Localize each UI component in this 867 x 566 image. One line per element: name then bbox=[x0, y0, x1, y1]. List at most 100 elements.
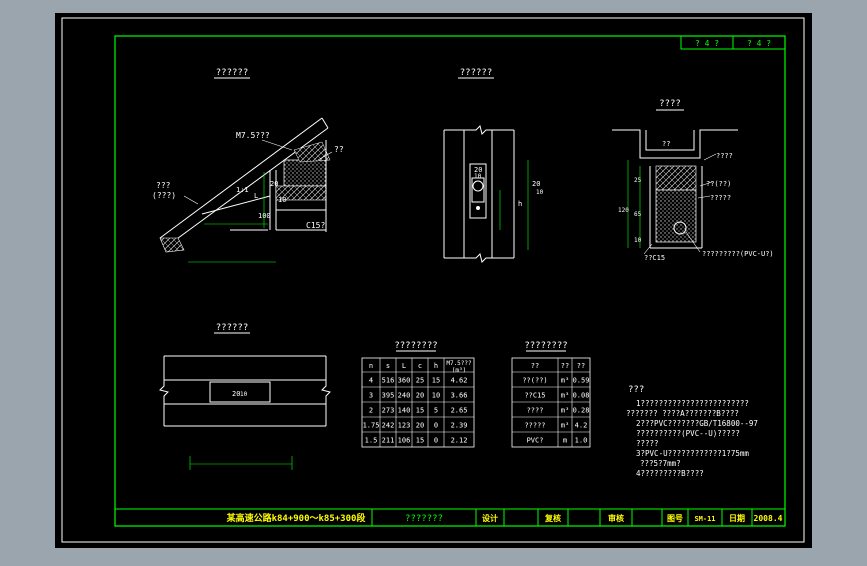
front-view: ?????? 20 10 h 20 10 bbox=[443, 68, 544, 263]
front-dim-20b: 20 bbox=[532, 180, 540, 188]
table1-cell: 1.75 bbox=[363, 422, 380, 430]
table1-cell: 15 bbox=[416, 407, 424, 415]
note-line: 4?????????B???? bbox=[636, 469, 704, 478]
table1-outline bbox=[361, 357, 475, 448]
label-m75: M7.5??? bbox=[236, 131, 270, 140]
table1-cell: 123 bbox=[398, 422, 411, 430]
note-line: 3?PVC-U????????????1?75mm bbox=[636, 449, 749, 458]
detail-label-c15: ??C15 bbox=[644, 254, 665, 262]
table2-header: ?? bbox=[531, 362, 539, 370]
table2-cell: m³ bbox=[561, 392, 569, 400]
table1-cell: 20 bbox=[416, 422, 424, 430]
label-slope-1: ??? bbox=[156, 181, 171, 190]
table2-cell: ??C15 bbox=[524, 392, 545, 400]
plan-view: ?????? 20 10 bbox=[159, 323, 331, 470]
table2-cell: m bbox=[563, 437, 567, 445]
table2-header: ?? bbox=[561, 362, 569, 370]
table1-cell: 395 bbox=[382, 392, 395, 400]
detail-label-top: ?? bbox=[662, 140, 670, 148]
table1-cell: 0 bbox=[434, 437, 438, 445]
table2-cell: 1.0 bbox=[575, 437, 588, 445]
detail-dim-10: 10 bbox=[634, 237, 642, 244]
table1-cell: 3 bbox=[369, 392, 373, 400]
table2-cell: m³ bbox=[561, 377, 569, 385]
note-line: ???5?7mm? bbox=[640, 459, 681, 468]
note-line: ????? bbox=[636, 439, 659, 448]
front-dim-10: 10 bbox=[474, 173, 482, 180]
dim-100: 100 bbox=[258, 212, 271, 220]
table1-cell: 2.39 bbox=[451, 422, 468, 430]
table2-cell: PVC? bbox=[527, 437, 544, 445]
front-dim-h: h bbox=[518, 200, 522, 208]
label-date: 日期 bbox=[729, 513, 745, 523]
label-drawing-no: 图号 bbox=[667, 514, 683, 523]
table1-header: h bbox=[434, 362, 438, 370]
plan-view-title: ?????? bbox=[216, 323, 249, 333]
detail-label-pipe: ?????????(PVC-U?) bbox=[702, 250, 774, 258]
label-ratio: 1:1 bbox=[236, 186, 249, 194]
dim-10: 10 bbox=[278, 196, 286, 204]
table1-cell: 242 bbox=[382, 422, 395, 430]
table1-cell: 1.5 bbox=[365, 437, 378, 445]
table1-cell: 15 bbox=[432, 377, 440, 385]
table2-cell: ????? bbox=[524, 422, 545, 430]
project-title: 某高速公路k84+900～k85+300段 bbox=[227, 512, 367, 524]
outer-frame bbox=[61, 17, 805, 543]
plan-dim-10: 10 bbox=[240, 391, 248, 398]
note-line: 2???PVC???????GB/T16800--97 bbox=[636, 419, 758, 428]
plan-dim-20: 20 bbox=[232, 390, 240, 398]
table1-cell: 240 bbox=[398, 392, 411, 400]
label-c15: C15? bbox=[306, 221, 325, 230]
table1-header: M7.5??? bbox=[446, 360, 472, 367]
table1-cell: 273 bbox=[382, 407, 395, 415]
notes-heading: ??? bbox=[628, 385, 644, 395]
drawing-no: SM-11 bbox=[694, 515, 715, 523]
detail-dim-65: 65 bbox=[634, 211, 642, 218]
revision-cell-2: ? 4 ? bbox=[747, 39, 771, 48]
front-view-title: ?????? bbox=[460, 68, 493, 78]
table1-cell: 2 bbox=[369, 407, 373, 415]
note-line: ??????????(PVC--U)????? bbox=[636, 429, 740, 438]
detail-label-right1: ???? bbox=[716, 152, 733, 160]
table2-cell: 0.28 bbox=[573, 407, 590, 415]
table2-cell: m³ bbox=[561, 407, 569, 415]
front-dim-20: 20 bbox=[474, 166, 482, 174]
front-dim-10b: 10 bbox=[536, 189, 544, 196]
detail-view-title: ???? bbox=[659, 99, 681, 109]
table2-title: ???????? bbox=[524, 341, 567, 351]
label-top-right: ?? bbox=[334, 145, 344, 154]
table1-cell: 106 bbox=[398, 437, 411, 445]
detail-label-right2: ??(??) bbox=[706, 180, 731, 188]
detail-label-right3: ????? bbox=[710, 194, 731, 202]
title-block: 某高速公路k84+900～k85+300段 ??????? 设计 复核 审核 图… bbox=[114, 508, 786, 527]
table1-cell: 360 bbox=[398, 377, 411, 385]
table1-header: (m³) bbox=[452, 367, 466, 374]
label-review: 审核 bbox=[608, 513, 624, 523]
drawing-background bbox=[55, 13, 812, 548]
table1-cell: 20 bbox=[416, 392, 424, 400]
label-check: 复核 bbox=[544, 513, 561, 523]
notes-block: ??? 1??????????????????????????????? ???… bbox=[626, 385, 758, 478]
table2-cell: m³ bbox=[561, 422, 569, 430]
table1-cell: 2.65 bbox=[451, 407, 468, 415]
revision-block: ? 4 ? ? 4 ? bbox=[680, 35, 786, 50]
detail-dim-25: 25 bbox=[634, 177, 642, 184]
detail-view: ???? ?? ???? ??(??) ????? ?????????(PVC-… bbox=[612, 99, 774, 262]
dim-l: L bbox=[254, 192, 258, 200]
table1-cell: 0 bbox=[434, 422, 438, 430]
note-line: ??????? ????A???????B???? bbox=[626, 409, 739, 418]
table1-cell: 2.12 bbox=[451, 437, 468, 445]
table1-cell: 140 bbox=[398, 407, 411, 415]
section-view-left: ?????? M7.5??? ?? ??? (???) 1:1 C15? bbox=[152, 68, 344, 263]
table1-cell: 516 bbox=[382, 377, 395, 385]
table1-cell: 211 bbox=[382, 437, 395, 445]
table2-header: ?? bbox=[577, 362, 585, 370]
table2-cell: ??(??) bbox=[522, 377, 547, 385]
table1-cell: 15 bbox=[416, 437, 424, 445]
table1-header: s bbox=[386, 362, 390, 370]
revision-cell-1: ? 4 ? bbox=[695, 39, 719, 48]
